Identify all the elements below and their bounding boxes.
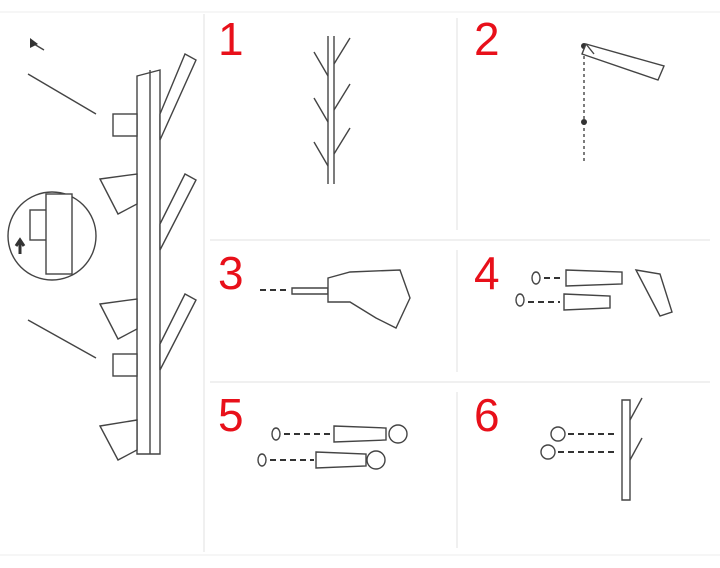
step-6-number: 6 xyxy=(474,389,500,441)
overview-illustration xyxy=(7,38,197,461)
step-2-number: 2 xyxy=(474,13,500,65)
mount-rack-icon xyxy=(540,397,643,501)
step-1-panel: 1 xyxy=(210,14,454,238)
screws-icon xyxy=(257,424,408,470)
step-3-panel: 3 xyxy=(210,248,454,380)
step-3-number: 3 xyxy=(218,247,244,299)
pencil-mark-icon xyxy=(581,43,665,164)
step-6-panel: 6 xyxy=(460,390,710,550)
step-2-panel: 2 xyxy=(460,14,710,238)
step-4-number: 4 xyxy=(474,247,500,299)
step-4-panel: 4 xyxy=(460,248,710,380)
drill-icon xyxy=(260,269,411,329)
step-5-panel: 5 xyxy=(210,390,454,550)
step-1-number: 1 xyxy=(218,13,244,65)
step-5-number: 5 xyxy=(218,389,244,441)
coat-rack-ruler-icon xyxy=(313,36,351,184)
hammer-anchor-icon xyxy=(515,269,673,317)
